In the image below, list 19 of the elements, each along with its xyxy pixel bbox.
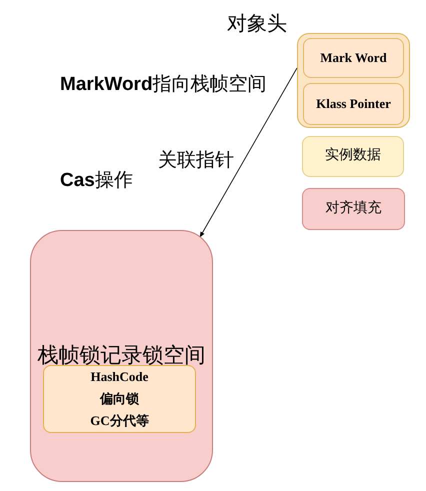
rounded-box <box>302 136 404 177</box>
box-label: Mark Word <box>320 50 387 66</box>
box-label: HashCode <box>90 368 148 386</box>
box-label: Klass Pointer <box>316 96 391 112</box>
box-label: GC分代等 <box>90 412 149 430</box>
box-label: 偏向锁 <box>100 390 139 408</box>
arrow <box>200 68 298 238</box>
rounded-box <box>303 83 404 125</box>
note-text: MarkWord指向栈帧空间 <box>60 74 268 97</box>
box-heading: 对象头 <box>227 12 287 37</box>
rounded-box <box>302 188 405 230</box>
box-label: 栈帧锁记录锁空间 <box>38 343 206 369</box>
rounded-box <box>303 38 404 78</box>
rounded-box <box>43 365 196 433</box>
rounded-box <box>30 230 213 482</box>
box-label: 对齐填充 <box>326 200 382 218</box>
note-text: Cas操作 <box>60 170 134 193</box>
note-text: 关联指针 <box>158 150 235 173</box>
box-label: 实例数据 <box>325 148 381 165</box>
